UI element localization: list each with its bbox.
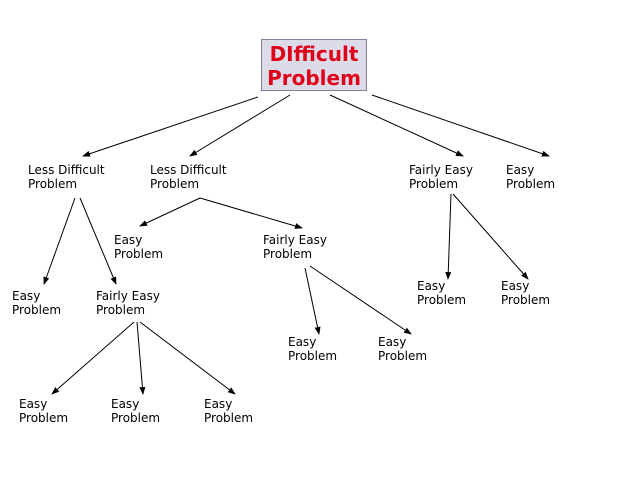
node-label-line2: Problem bbox=[12, 303, 62, 317]
node-label-line1: Easy bbox=[417, 279, 446, 293]
node-label-line1: Fairly Easy bbox=[263, 233, 327, 247]
edge-ld1-easy bbox=[43, 197, 76, 285]
node-fairly-easy-left-level3: Fairly Easy Problem bbox=[96, 289, 160, 317]
node-label-line2: Problem bbox=[378, 349, 428, 363]
node-easy-right-1: Easy Problem bbox=[417, 279, 466, 307]
edge-fel-easy1 bbox=[51, 321, 135, 395]
edge-ld1-fairly-easy bbox=[79, 197, 117, 285]
node-label-line2: Problem bbox=[114, 247, 164, 261]
edge-fer-easy2 bbox=[452, 193, 529, 280]
node-label-line1: Easy bbox=[506, 163, 535, 177]
edge-fem-easy1 bbox=[304, 267, 321, 335]
node-easy-bottom-3: Easy Problem bbox=[204, 397, 253, 425]
node-easy-bottom-1: Easy Problem bbox=[19, 397, 68, 425]
node-label-line1: Fairly Easy bbox=[409, 163, 473, 177]
edge-root-e-top bbox=[371, 94, 550, 157]
edge-root-ld2 bbox=[189, 94, 291, 157]
node-easy-middle-2: Easy Problem bbox=[378, 335, 427, 363]
node-label-line1: Easy bbox=[288, 335, 317, 349]
edge-fel-easy3 bbox=[139, 321, 236, 395]
node-label-line1: Fairly Easy bbox=[96, 289, 160, 303]
node-easy-middle-1: Easy Problem bbox=[288, 335, 337, 363]
node-label-line1: Easy bbox=[501, 279, 530, 293]
node-fairly-easy-top: Fairly Easy Problem bbox=[409, 163, 473, 191]
node-label-line1: Less Difficult bbox=[150, 163, 227, 177]
node-label-line2: Problem bbox=[111, 411, 161, 425]
node-label-line1: Easy bbox=[12, 289, 41, 303]
node-easy-ld2: Easy Problem bbox=[114, 233, 163, 261]
edge-ld2-easy bbox=[139, 197, 201, 227]
node-less-difficult-1: Less Difficult Problem bbox=[28, 163, 105, 191]
node-label-line1: Less Difficult bbox=[28, 163, 105, 177]
node-label-line2: Problem bbox=[150, 177, 200, 191]
node-easy-top: Easy Problem bbox=[506, 163, 555, 191]
root-node-difficult-problem: DIfficult Problem bbox=[261, 39, 367, 91]
node-label-line2: Problem bbox=[204, 411, 254, 425]
node-label-line1: Easy bbox=[378, 335, 407, 349]
node-easy-bottom-2: Easy Problem bbox=[111, 397, 160, 425]
node-easy-right-2: Easy Problem bbox=[501, 279, 550, 307]
node-label-line2: Problem bbox=[288, 349, 338, 363]
edge-fem-easy2 bbox=[309, 265, 412, 335]
edge-fer-easy1 bbox=[445, 193, 452, 280]
node-label-line2: Problem bbox=[506, 177, 556, 191]
edge-root-fe-top bbox=[329, 94, 464, 157]
node-label-line2: Problem bbox=[19, 411, 69, 425]
node-label-line1: Easy bbox=[111, 397, 140, 411]
root-line1: DIfficult bbox=[269, 42, 359, 66]
node-less-difficult-2: Less Difficult Problem bbox=[150, 163, 227, 191]
node-label-line1: Easy bbox=[204, 397, 233, 411]
edge-root-ld1 bbox=[82, 96, 259, 157]
node-fairly-easy-ld2: Fairly Easy Problem bbox=[263, 233, 327, 261]
node-easy-left-level3: Easy Problem bbox=[12, 289, 61, 317]
node-label-line2: Problem bbox=[263, 247, 313, 261]
node-label-line1: Easy bbox=[19, 397, 48, 411]
node-label-line2: Problem bbox=[28, 177, 78, 191]
node-label-line2: Problem bbox=[417, 293, 467, 307]
node-label-line1: Easy bbox=[114, 233, 143, 247]
root-line2: Problem bbox=[267, 66, 361, 90]
edge-fel-easy2 bbox=[136, 321, 146, 395]
node-label-line2: Problem bbox=[409, 177, 459, 191]
edge-ld2-fairly-easy bbox=[199, 197, 303, 229]
node-label-line2: Problem bbox=[501, 293, 551, 307]
node-label-line2: Problem bbox=[96, 303, 146, 317]
